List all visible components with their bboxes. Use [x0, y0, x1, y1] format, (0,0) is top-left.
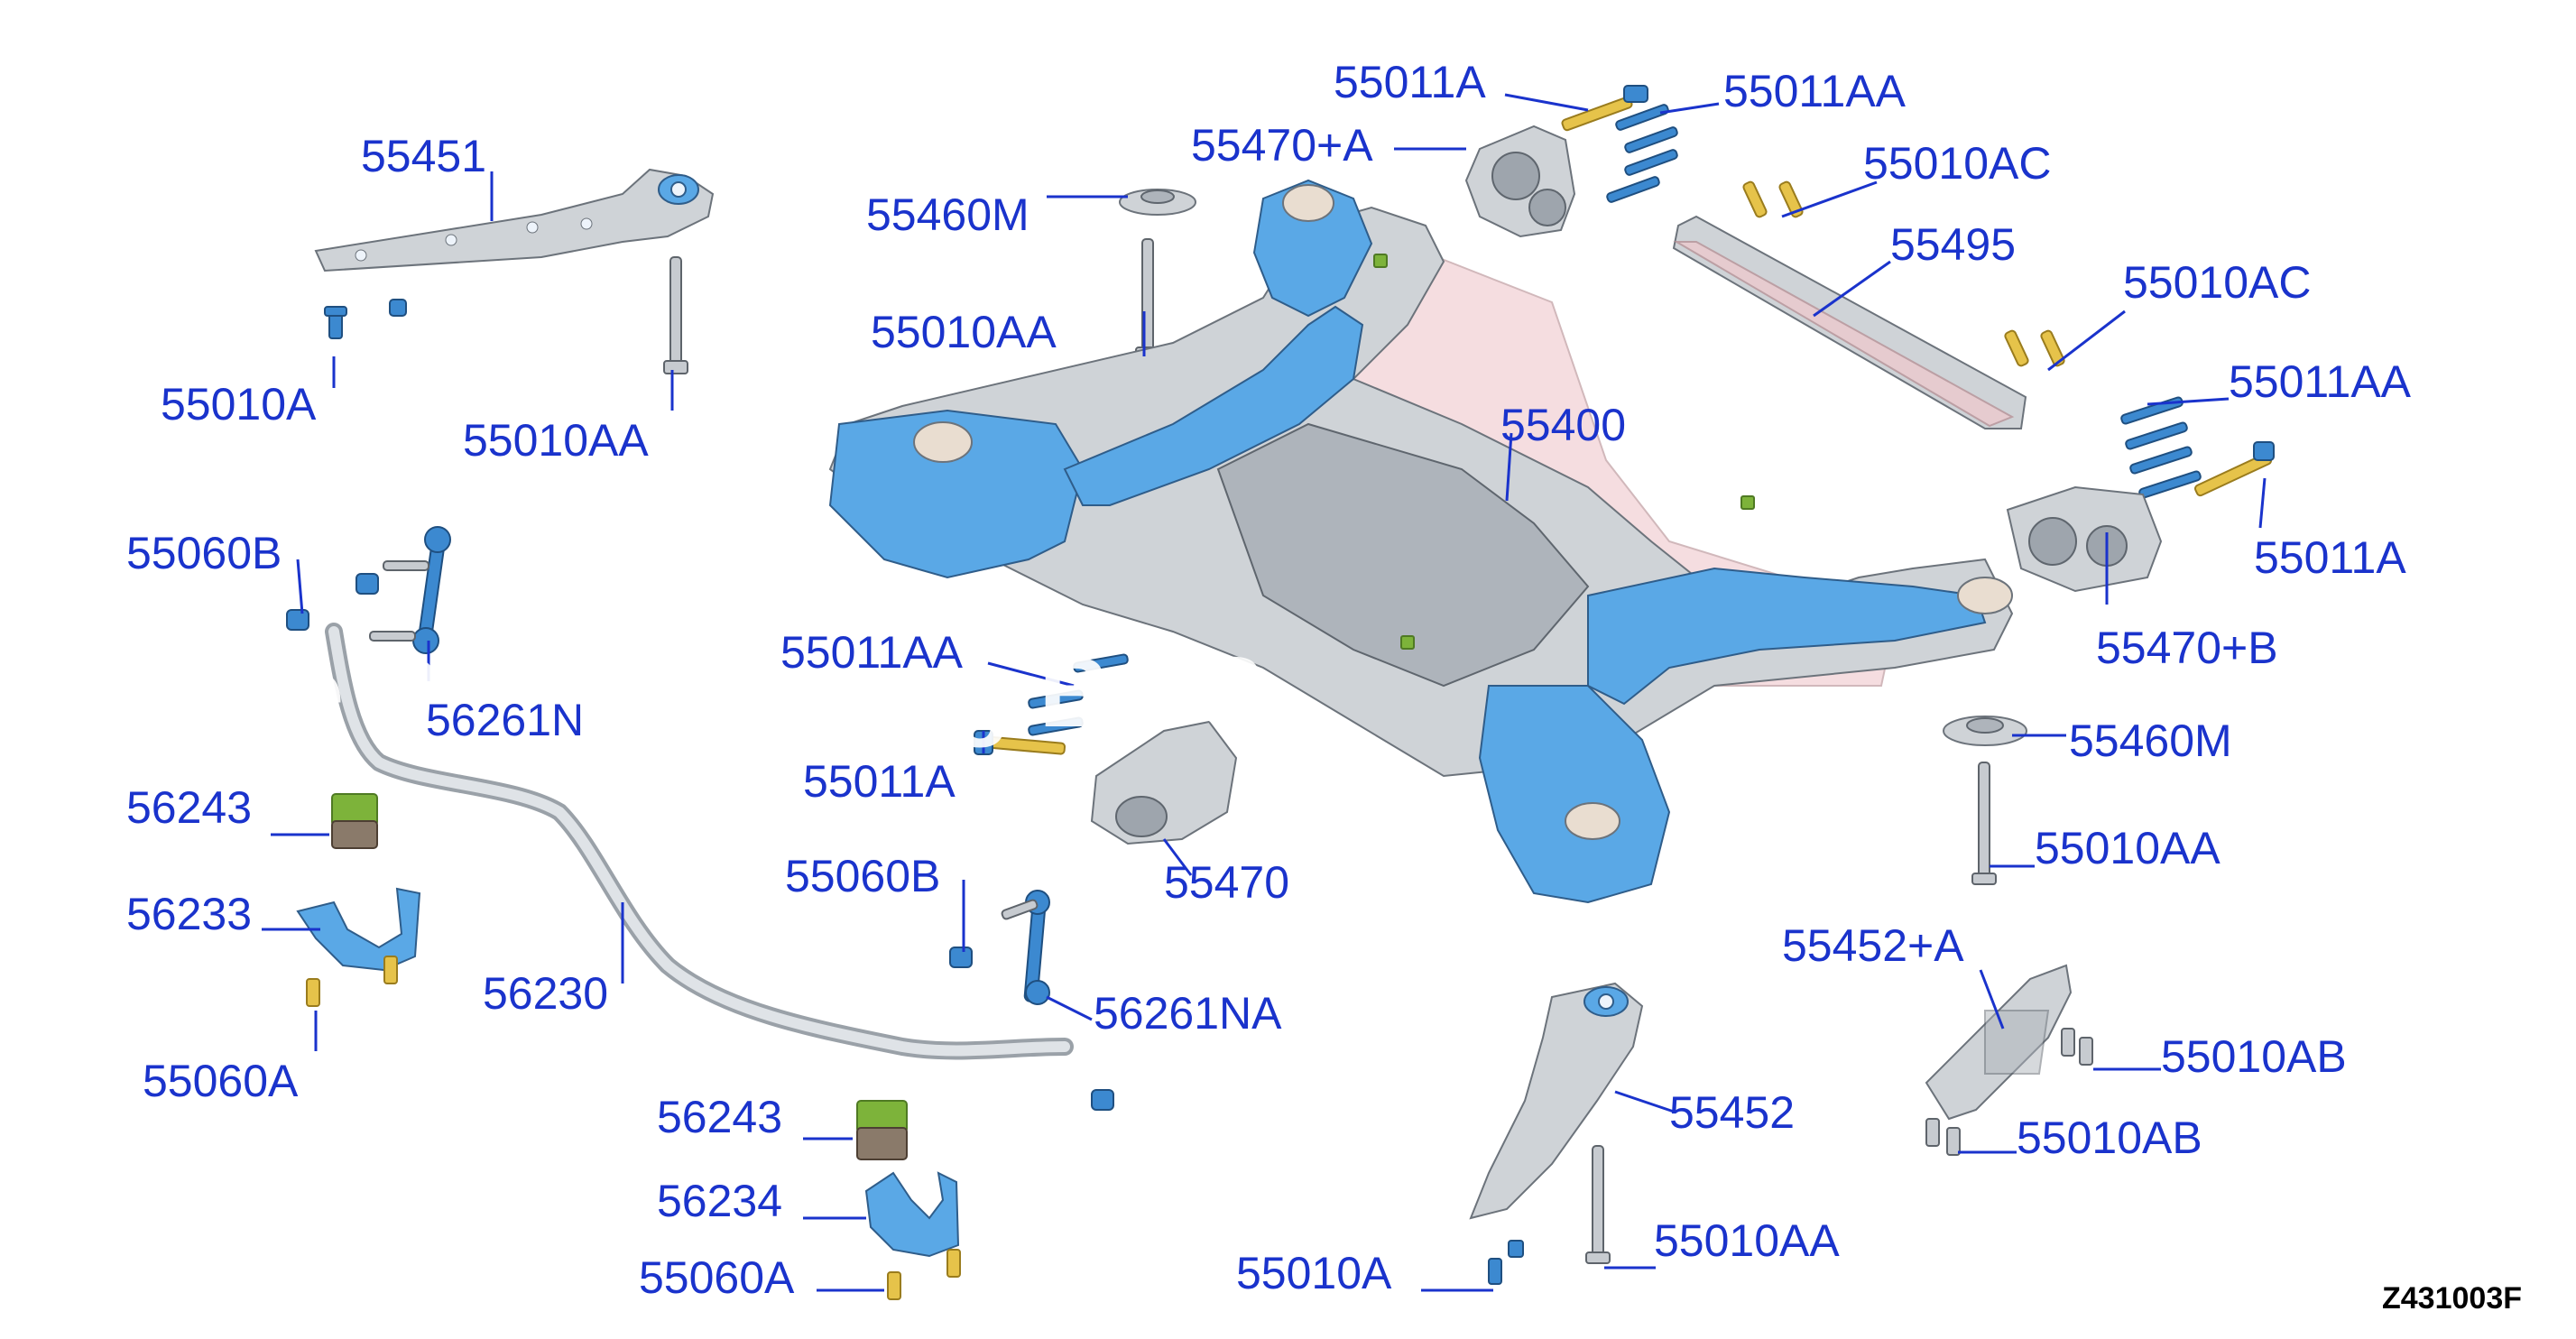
callout-55452A[interactable]: 55452+A: [1782, 920, 1964, 971]
bolt-55060A-left[interactable]: [306, 956, 398, 1007]
callout-55470B[interactable]: 55470+B: [2096, 623, 2278, 673]
callout-56261NA[interactable]: 56261NA: [1094, 988, 1282, 1039]
part-56230-stabilizer-bar[interactable]: [325, 623, 1074, 1060]
callout-55011AA-mid[interactable]: 55011AA: [780, 627, 964, 678]
callout-55460M-right[interactable]: 55460M: [2069, 716, 2232, 766]
bolts-55010AC-top[interactable]: [1742, 180, 1804, 218]
callout-55010AB-1[interactable]: 55010AB: [2161, 1031, 2347, 1082]
bolts-55010AB[interactable]: [1925, 1028, 2093, 1156]
bolts-55011AA-mid[interactable]: [1028, 653, 1129, 736]
callout-55010AB-2[interactable]: 55010AB: [2017, 1113, 2202, 1163]
part-55495-crossbar[interactable]: [1672, 215, 2027, 429]
leader-lines: [262, 93, 2267, 1292]
part-55460M-right-washer[interactable]: [1943, 716, 2027, 746]
callout-55011AA-top[interactable]: 55011AA: [1723, 66, 1907, 116]
part-56261N-link[interactable]: [369, 526, 451, 654]
watermark-text: e Parts Catalog B TS: [289, 637, 1265, 748]
callout-55060B-mid[interactable]: 55060B: [785, 851, 940, 901]
nut-55060B-left[interactable]: [286, 573, 379, 631]
callout-56233[interactable]: 56233: [126, 889, 252, 939]
bolts-55010AC-right[interactable]: [2004, 329, 2065, 367]
bolts-55011A-55011AA-top[interactable]: [1561, 85, 1678, 203]
callout-55011A-mid[interactable]: 55011A: [803, 756, 956, 807]
callout-55011A-top[interactable]: 55011A: [1334, 57, 1486, 107]
callout-55452[interactable]: 55452: [1669, 1087, 1795, 1138]
callout-55010AA-top[interactable]: 55010AA: [871, 307, 1057, 357]
part-55470B-mount[interactable]: [2006, 485, 2163, 593]
callout-56230[interactable]: 56230: [483, 968, 608, 1019]
bolt-55010A-bottom[interactable]: [1488, 1240, 1524, 1285]
bolt-55010AA-right[interactable]: [1971, 762, 1997, 885]
callout-56243-bottom[interactable]: 56243: [657, 1092, 782, 1142]
bolt-55010A-topleft[interactable]: [324, 299, 407, 339]
part-55451-link-arm[interactable]: [314, 168, 715, 272]
bolts-55011AA-right[interactable]: [2120, 396, 2202, 499]
callout-55011A-right[interactable]: 55011A: [2254, 532, 2406, 583]
callout-55010A-topleft[interactable]: 55010A: [161, 379, 317, 429]
bolt-55010AA-top[interactable]: [1135, 238, 1160, 359]
part-56261NA-link[interactable]: [1001, 890, 1050, 1005]
part-55452-arm[interactable]: [1469, 982, 1644, 1220]
callout-55010AA-topleft[interactable]: 55010AA: [463, 415, 649, 466]
callout-55451[interactable]: 55451: [361, 131, 486, 181]
callout-56261N[interactable]: 56261N: [426, 695, 584, 745]
callout-55060B-left[interactable]: 55060B: [126, 528, 282, 578]
callout-55460M-top[interactable]: 55460M: [866, 189, 1029, 240]
part-56234-bracket[interactable]: [864, 1171, 960, 1258]
callout-55470A[interactable]: 55470+A: [1191, 120, 1373, 171]
callout-55400[interactable]: 55400: [1500, 400, 1626, 450]
bolt-55010AA-bottom[interactable]: [1585, 1145, 1611, 1264]
callout-55011AA-right[interactable]: 55011AA: [2229, 356, 2412, 407]
part-55460M-top-washer[interactable]: [1119, 189, 1196, 216]
part-55400-subframe[interactable]: [828, 179, 2014, 904]
callout-55060A-left[interactable]: 55060A: [143, 1056, 299, 1106]
part-55470-mount[interactable]: [1090, 720, 1238, 845]
callout-56234[interactable]: 56234: [657, 1176, 782, 1226]
callout-55010AC-1[interactable]: 55010AC: [1863, 138, 2052, 189]
part-56243-bushing-left[interactable]: [331, 793, 378, 849]
callout-55010AA-bottom[interactable]: 55010AA: [1654, 1215, 1840, 1266]
callout-55010AC-2[interactable]: 55010AC: [2123, 257, 2312, 308]
callout-56243-left[interactable]: 56243: [126, 782, 252, 833]
bolt-55011A-right[interactable]: [2193, 441, 2275, 497]
nut-55060B-mid[interactable]: [949, 947, 1114, 1111]
part-55452A-arm[interactable]: [1925, 964, 2073, 1121]
callout-55060A-bottom[interactable]: 55060A: [639, 1252, 795, 1303]
part-55470A-mount[interactable]: [1464, 125, 1576, 238]
callout-55495[interactable]: 55495: [1890, 219, 2016, 270]
callout-labels: 55451 55010A 55010AA 55460M 55010AA 5501…: [126, 57, 2412, 1303]
bolt-55060A-bottom[interactable]: [887, 1249, 961, 1300]
part-56233-bracket[interactable]: [296, 887, 421, 972]
callout-55010A-bottom[interactable]: 55010A: [1236, 1248, 1392, 1298]
diagram-code: Z431003F: [2382, 1281, 2522, 1316]
bolt-55010AA-topleft[interactable]: [663, 256, 688, 374]
callout-55010AA-right[interactable]: 55010AA: [2035, 823, 2221, 873]
callout-55470[interactable]: 55470: [1164, 857, 1289, 908]
part-56243-bushing-bottom[interactable]: [856, 1100, 908, 1160]
